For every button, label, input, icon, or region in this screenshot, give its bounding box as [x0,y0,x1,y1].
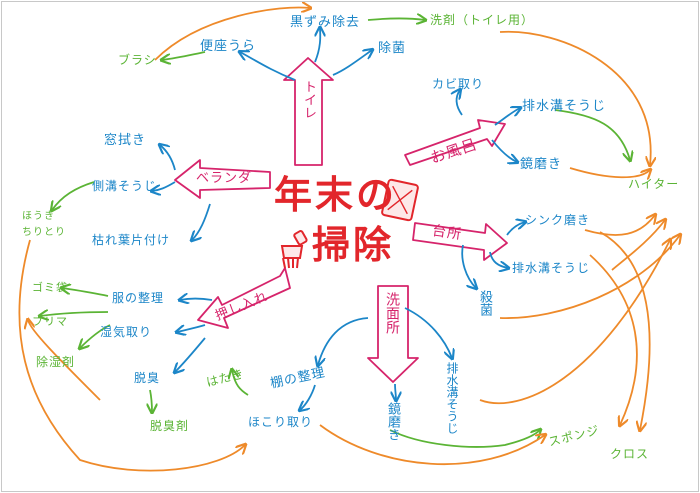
bath-item-mirror: 鏡磨き [520,157,563,172]
tool-trash-bag: ゴミ袋 [32,281,68,294]
tool-cloth: クロス [610,447,650,461]
washroom-item-drain: 排水溝そうじ [445,362,459,434]
cleaning-cloth-icon [381,178,419,222]
tool-toilet-detergent: 洗剤（トイレ用） [430,13,535,27]
bath-item-drain: 排水溝そうじ [522,99,607,114]
tool-flea-market: フリマ [32,315,68,328]
closet-item-clothes: 服の整理 [112,291,165,305]
arrow-washroom [367,285,419,383]
branch-washroom-label: 洗面所 [384,292,400,334]
toilet-item-seat: 便座うら [200,39,257,54]
center-title-line1: 年末の [274,172,398,217]
closet-item-humidity: 湿気取り [100,325,153,339]
branch-veranda-label: ベランダ [196,171,253,186]
arrow-bath [404,119,506,166]
kitchen-item-sink: シンク磨き [525,213,591,227]
brush-icon [280,230,308,269]
tool-brush: ブラシ [118,53,157,67]
branch-kitchen-label: 台所 [431,222,463,244]
tool-dustpan: ちりとり [22,227,66,238]
veranda-item-gutter: 側溝そうじ [92,179,158,193]
washroom-item-mirror: 鏡磨き [385,402,400,441]
toilet-item-stain: 黒ずみ除去 [290,15,361,30]
arrow-closet [197,267,291,329]
tool-desiccant: 除湿剤 [36,355,76,369]
veranda-item-window: 窓拭き [104,133,147,148]
bath-item-mold: カビ取り [432,77,485,91]
arrow-kitchen [412,222,508,261]
center-title-line2: 掃除 [312,222,395,267]
tool-deodorizer: 脱臭剤 [150,419,190,433]
veranda-item-leaves: 枯れ葉片付け [92,233,171,247]
arrow-veranda [174,159,271,199]
tool-broom: ほうき [22,211,55,222]
tool-haiter: ハイター [628,177,680,191]
kitchen-item-drain: 排水溝そうじ [512,261,591,275]
closet-item-deodorize: 脱臭 [134,371,161,385]
kitchen-item-sterilize: 殺菌 [477,290,492,316]
branch-toilet-label: トイレ [301,80,316,119]
toilet-item-sterilize: 除菌 [378,41,407,56]
washroom-item-dust: ほこり取り [248,415,314,429]
